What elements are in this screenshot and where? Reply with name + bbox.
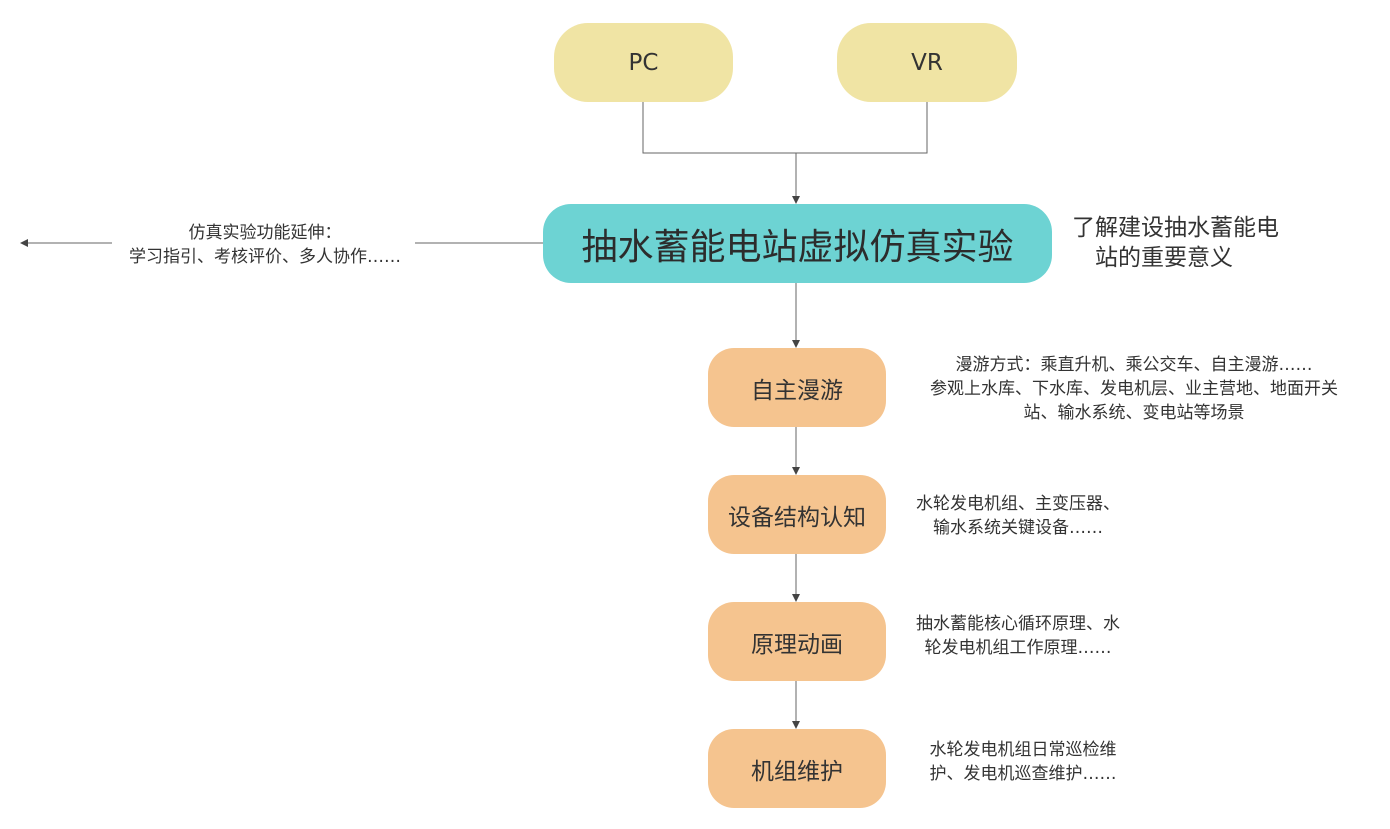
central-side-note: 了解建设抽水蓄能电 站的重要意义 [1072, 213, 1312, 273]
module-note-roaming-line-3: 站、输水系统、变电站等场景 [1023, 403, 1245, 423]
module-note-maintenance-line-2: 护、发电机巡查维护…… [929, 764, 1117, 784]
module-note-roaming-line-2: 参观上水库、下水库、发电机层、业主营地、地面开关 [930, 379, 1338, 399]
module-note-maintenance-line-1: 水轮发电机组日常巡检维 [929, 740, 1117, 760]
module-note-animation-line-2: 轮发电机组工作原理…… [924, 638, 1112, 658]
module-node-roaming: 自主漫游 [708, 348, 886, 427]
module-node-equipment: 设备结构认知 [708, 475, 886, 554]
central-node: 抽水蓄能电站虚拟仿真实验 [543, 204, 1052, 283]
pc-connector [642, 102, 796, 154]
module-note-roaming: 漫游方式：乘直升机、乘公交车、自主漫游…… 参观上水库、下水库、发电机层、业主营… [898, 353, 1370, 425]
extension-note-line-2: 学习指引、考核评价、多人协作…… [129, 247, 401, 267]
vr-node: VR [837, 23, 1017, 102]
module-node-maintenance: 机组维护 [708, 729, 886, 808]
central-side-note-line-1: 了解建设抽水蓄能电 [1072, 215, 1279, 241]
module-node-animation: 原理动画 [708, 602, 886, 681]
module-note-roaming-line-1: 漫游方式：乘直升机、乘公交车、自主漫游…… [955, 355, 1313, 375]
central-side-note-line-2: 站的重要意义 [1095, 245, 1233, 271]
pc-node: PC [554, 23, 733, 102]
module-note-maintenance: 水轮发电机组日常巡检维 护、发电机巡查维护…… [898, 738, 1148, 786]
module-note-equipment-line-1: 水轮发电机组、主变压器、 [916, 494, 1120, 514]
module-note-equipment: 水轮发电机组、主变压器、 输水系统关键设备…… [898, 492, 1138, 540]
extension-note-line-1: 仿真实验功能延伸： [188, 223, 342, 243]
vr-connector [796, 102, 928, 154]
module-note-equipment-line-2: 输水系统关键设备…… [933, 518, 1103, 538]
module-note-animation-line-1: 抽水蓄能核心循环原理、水 [916, 614, 1120, 634]
module-note-animation: 抽水蓄能核心循环原理、水 轮发电机组工作原理…… [898, 612, 1138, 660]
extension-note: 仿真实验功能延伸： 学习指引、考核评价、多人协作…… [110, 221, 420, 269]
